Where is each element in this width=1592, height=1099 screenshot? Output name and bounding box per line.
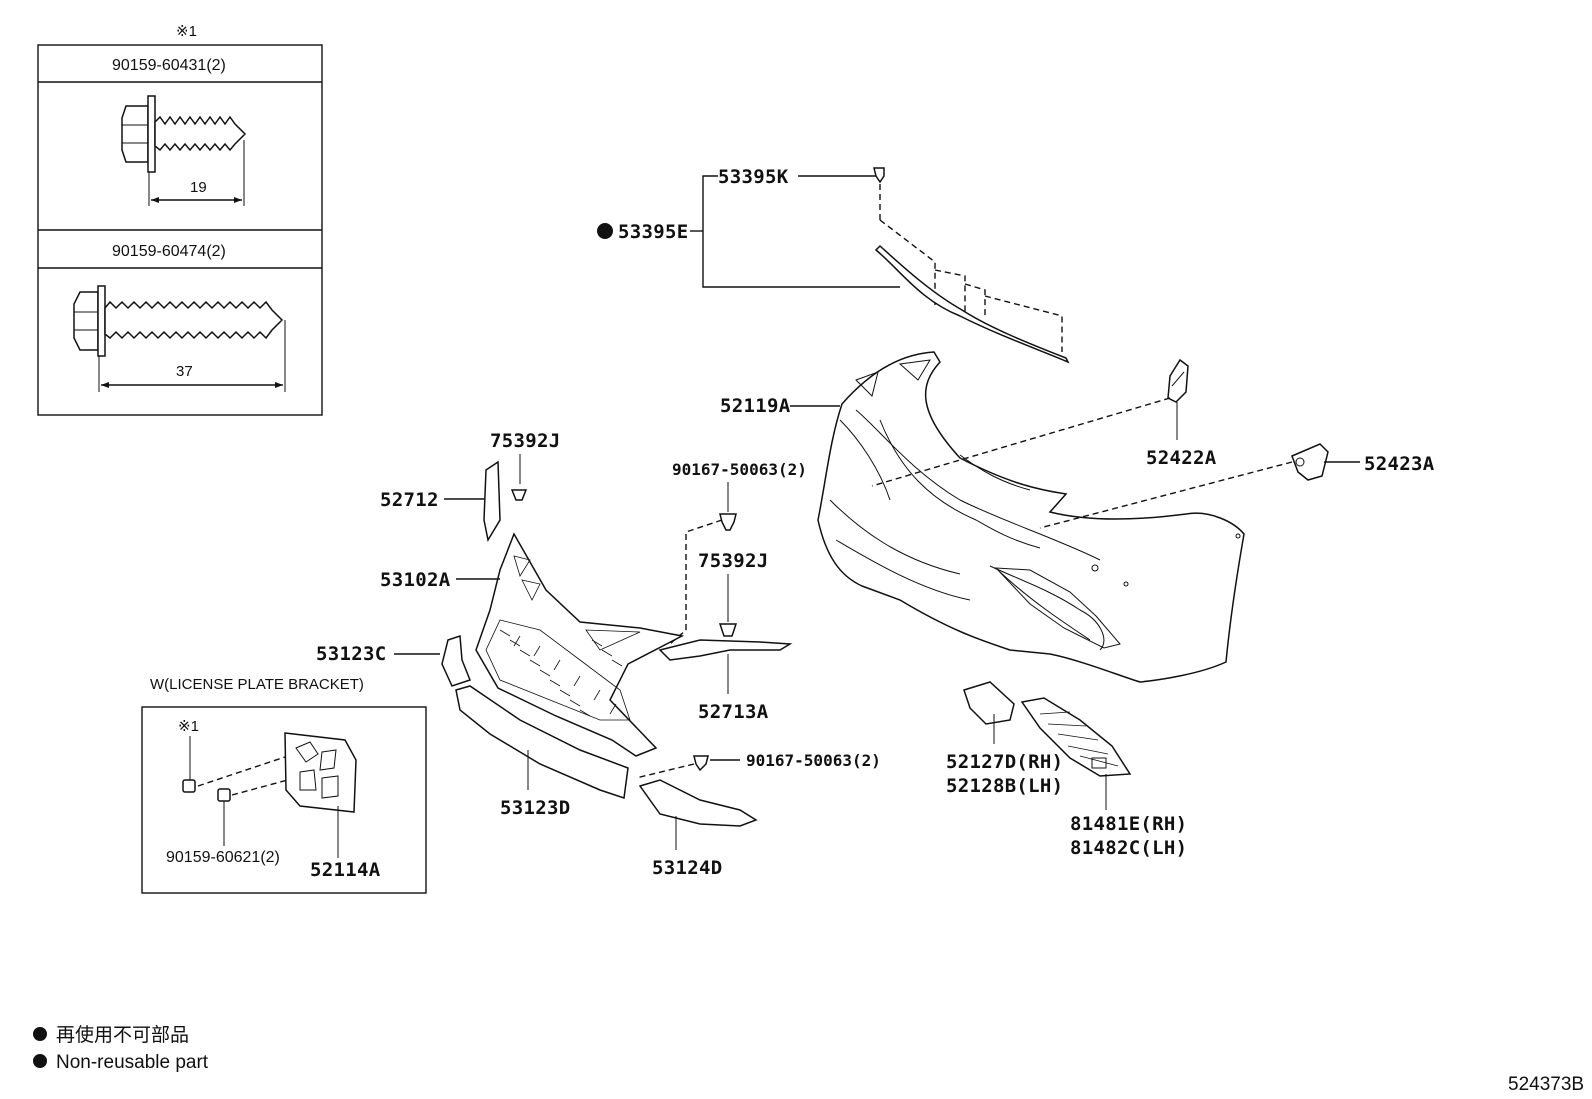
fastener-90167-a-icon <box>719 513 737 531</box>
strip-53123D-icon <box>455 685 629 799</box>
label-52422A: 52422A <box>1146 447 1217 469</box>
label-53395K: 53395K <box>718 166 789 188</box>
clip-75392J-a-icon <box>510 489 528 501</box>
label-52128B: 52128B(LH) <box>946 775 1063 797</box>
license-plate-box: W(LICENSE PLATE BRACKET) ※1 90159-60621(… <box>141 676 427 894</box>
bolt1-code: 90159-60431(2) <box>112 57 226 74</box>
legend-jp: 再使用不可部品 <box>56 1024 189 1046</box>
clip-icon <box>873 167 885 184</box>
upper-molding-icon <box>874 244 1070 364</box>
grille-53102A-icon <box>475 532 685 757</box>
label-52119A: 52119A <box>720 395 791 417</box>
label-53123C: 53123C <box>316 643 386 665</box>
label-75392J-a: 75392J <box>490 430 560 452</box>
bolt2-code: 90159-60474(2) <box>112 243 226 260</box>
legend-bullet-en <box>33 1054 47 1068</box>
screw-icon <box>182 779 231 846</box>
label-81482C: 81482C(LH) <box>1070 837 1187 859</box>
bumper-cover-icon <box>817 351 1245 683</box>
label-52713A: 52713A <box>698 701 769 723</box>
label-90167-b: 90167-50063(2) <box>746 751 881 770</box>
legend-bullet-jp <box>33 1027 47 1041</box>
legend: 再使用不可部品 Non-reusable part <box>33 1024 209 1073</box>
bracket-52422A-icon <box>1167 358 1189 403</box>
label-75392J-b: 75392J <box>698 550 768 572</box>
upper-molding-group: 53395K 53395E <box>597 166 1070 364</box>
illustration-code: 524373B <box>1508 1074 1584 1095</box>
label-81481E: 81481E(RH) <box>1070 813 1187 835</box>
bracket-52423A-icon <box>1291 443 1329 481</box>
label-52423A: 52423A <box>1364 453 1435 475</box>
label-53102A: 53102A <box>380 569 451 591</box>
legend-en: Non-reusable part <box>56 1052 209 1073</box>
fog-grille-81481E-icon <box>1020 697 1132 777</box>
bolt2-dim: 37 <box>176 363 193 380</box>
non-reusable-marker <box>597 223 613 239</box>
label-90167-a: 90167-50063(2) <box>672 460 807 479</box>
label-53124D: 53124D <box>652 857 722 879</box>
license-screw-code: 90159-60621(2) <box>166 849 280 866</box>
label-52712: 52712 <box>380 489 439 511</box>
clip-75392J-b-icon <box>718 623 738 637</box>
fastener-90167-b-icon <box>693 755 709 772</box>
fastener-reference-box: ※1 90159-60431(2) 90159-60474(2) 19 <box>37 23 323 416</box>
license-box-frame <box>141 706 427 894</box>
license-bracket-icon <box>284 732 357 813</box>
label-53395E: 53395E <box>618 221 688 243</box>
bolt2-icon <box>73 285 286 392</box>
cover-53123C-icon <box>441 634 471 687</box>
molding-52712-icon <box>483 460 501 543</box>
bolt1-dim: 19 <box>190 179 207 196</box>
cover-52127D-icon <box>963 681 1015 725</box>
fastener-ref-mark: ※1 <box>176 23 197 40</box>
label-52127D: 52127D(RH) <box>946 751 1063 773</box>
license-box-title: W(LICENSE PLATE BRACKET) <box>150 676 364 693</box>
bolt1-icon <box>121 95 247 206</box>
molding-53124D-icon <box>638 779 758 827</box>
label-53123D: 53123D <box>500 797 570 819</box>
license-bracket-code: 52114A <box>310 859 381 881</box>
license-ref-mark: ※1 <box>178 718 199 735</box>
molding-52713A-icon <box>658 639 793 661</box>
